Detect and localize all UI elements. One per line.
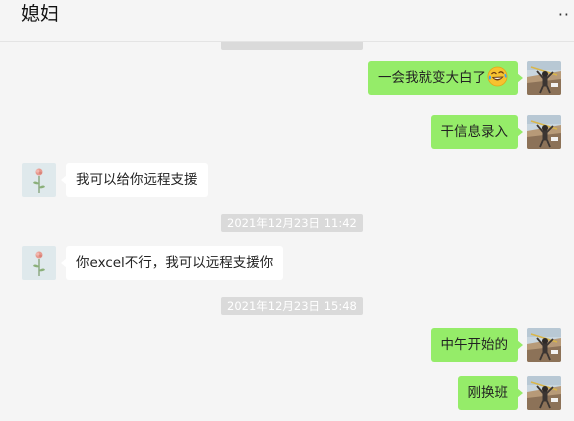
avatar-them-flower-icon <box>22 163 56 197</box>
avatar-me-photo-icon <box>527 115 561 149</box>
avatar-me[interactable] <box>527 61 561 95</box>
message-text: 一会我就变大白了 <box>378 70 486 86</box>
timestamp-partial: 2021年12月23日 11:27 <box>221 42 363 50</box>
avatar-me[interactable] <box>527 376 561 410</box>
avatar-me[interactable] <box>527 115 561 149</box>
avatar-me[interactable] <box>527 328 561 362</box>
timestamp: 2021年12月23日 11:42 <box>221 214 363 232</box>
avatar-them-flower-icon <box>22 246 56 280</box>
message-text: 我可以给你远程支援 <box>76 172 198 188</box>
message-list[interactable]: 2021年12月23日 11:27 一会我就变大白了 干信息录入 <box>0 42 574 421</box>
avatar-contact[interactable] <box>22 163 56 197</box>
message-text: 你excel不行，我可以远程支援你 <box>76 255 274 271</box>
avatar-me-photo-icon <box>527 328 561 362</box>
message-bubble-sent[interactable]: 中午开始的 <box>430 328 523 362</box>
avatar-me-photo-icon <box>527 61 561 95</box>
more-options-icon[interactable]: ·· <box>557 5 570 24</box>
message-bubble-received[interactable]: 你excel不行，我可以远程支援你 <box>60 246 284 280</box>
timestamp: 2021年12月23日 15:48 <box>221 297 363 315</box>
chat-header: 媳妇 ·· <box>0 0 574 42</box>
message-text: 中午开始的 <box>440 337 509 353</box>
message-bubble-received[interactable]: 我可以给你远程支援 <box>61 163 208 197</box>
message-bubble-sent[interactable]: 一会我就变大白了 <box>368 61 523 95</box>
laughing-emoji-icon <box>487 66 508 87</box>
message-bubble-sent[interactable]: 刚换班 <box>457 376 523 410</box>
message-text: 干信息录入 <box>440 124 509 140</box>
chat-title: 媳妇 <box>21 3 60 25</box>
avatar-me-photo-icon <box>527 376 561 410</box>
message-bubble-sent[interactable]: 干信息录入 <box>430 115 523 149</box>
avatar-contact[interactable] <box>22 246 56 280</box>
message-text: 刚换班 <box>467 385 509 401</box>
